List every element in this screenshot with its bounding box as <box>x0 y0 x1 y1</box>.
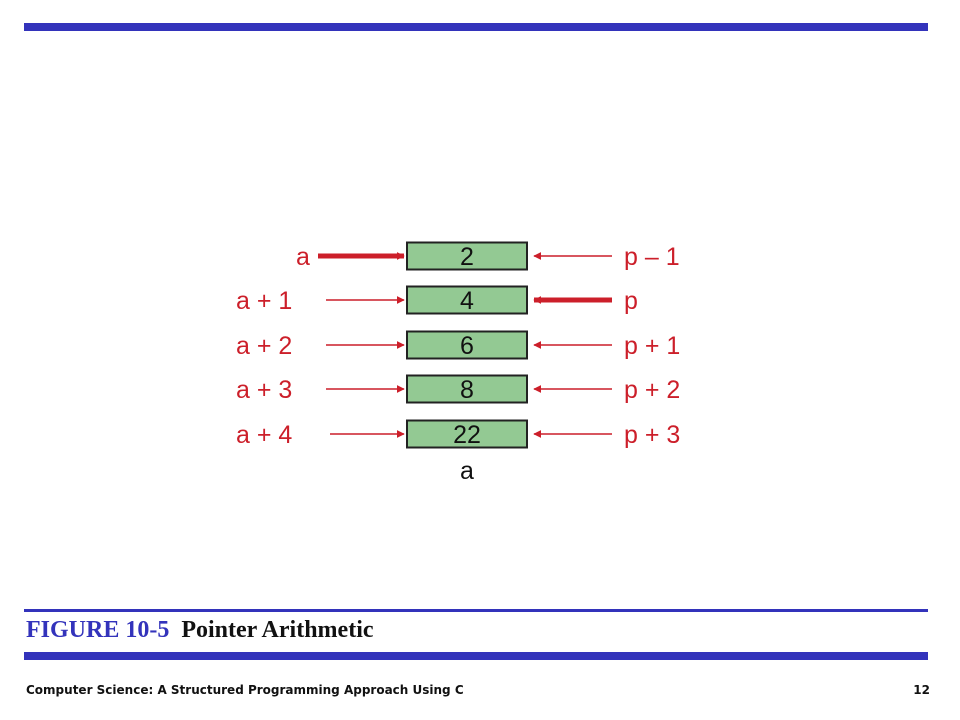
array-cells: 2 4 6 8 22 <box>406 241 528 449</box>
bottom-divider-bar <box>24 652 928 660</box>
array-cell-value: 8 <box>460 376 474 404</box>
left-pointer-label: a <box>296 243 310 271</box>
figure-number: FIGURE 10-5 <box>26 617 170 643</box>
array-cell <box>406 285 528 315</box>
caption-divider <box>24 609 928 612</box>
right-pointer-label: p + 2 <box>624 376 680 404</box>
array-cell <box>406 374 528 404</box>
array-cell <box>406 330 528 360</box>
top-divider-bar <box>24 23 928 31</box>
right-pointer-label: p + 3 <box>624 421 680 449</box>
array-cell-value: 2 <box>460 243 474 271</box>
right-pointer-labels: p – 1 p p + 1 p + 2 p + 3 <box>533 243 680 449</box>
array-cell-value: 22 <box>453 421 481 449</box>
left-pointer-label: a + 4 <box>236 421 292 449</box>
figure-title: Pointer Arithmetic <box>181 617 374 643</box>
array-name-label: a <box>460 457 474 485</box>
footer-book-title: Computer Science: A Structured Programmi… <box>26 683 464 697</box>
right-pointer-label: p + 1 <box>624 332 680 360</box>
left-pointer-label: a + 1 <box>236 287 292 315</box>
left-pointer-labels: aa + 1 a + 2 a + 3 a + 4 <box>236 243 405 449</box>
slide-page-number: 12 <box>913 683 930 697</box>
left-pointer-label: a + 2 <box>236 332 292 360</box>
right-pointer-label: p – 1 <box>624 243 680 271</box>
array-cell <box>406 241 528 271</box>
left-pointer-label: a + 3 <box>236 376 292 404</box>
array-cell <box>406 419 528 449</box>
figure-caption: FIGURE 10-5 Pointer Arithmetic <box>26 616 374 644</box>
right-pointer-label: p <box>624 287 638 315</box>
array-cell-value: 4 <box>460 287 474 315</box>
array-cell-value: 6 <box>460 332 474 360</box>
